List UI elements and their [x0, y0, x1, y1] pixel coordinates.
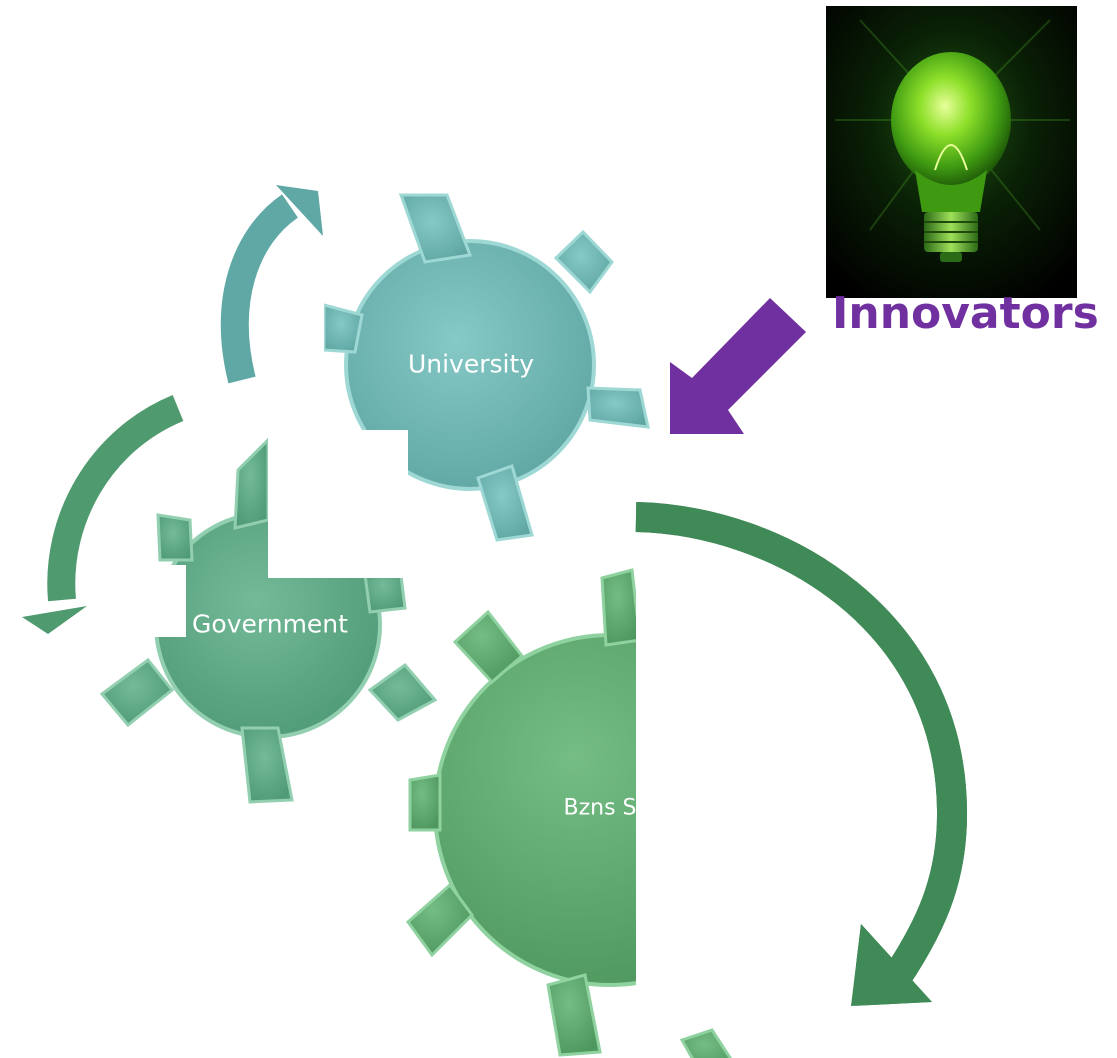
- purple-arrow-icon: [670, 298, 806, 434]
- business-label: Bzns S: [563, 795, 637, 821]
- mask-block-left: [150, 565, 186, 637]
- innovators-label: Innovators: [832, 288, 1099, 339]
- lightbulb-icon: [826, 6, 1077, 298]
- cycle-arrow-left: [22, 395, 184, 634]
- university-gear: [322, 193, 650, 542]
- gear-fragment: [679, 1028, 732, 1058]
- cycle-arrow-top-left: [220, 185, 323, 384]
- mask-block-business: [636, 560, 856, 1058]
- mask-block-university: [300, 280, 324, 370]
- government-label: Government: [192, 609, 348, 639]
- university-label: University: [407, 349, 535, 379]
- mask-block-government: [268, 430, 408, 578]
